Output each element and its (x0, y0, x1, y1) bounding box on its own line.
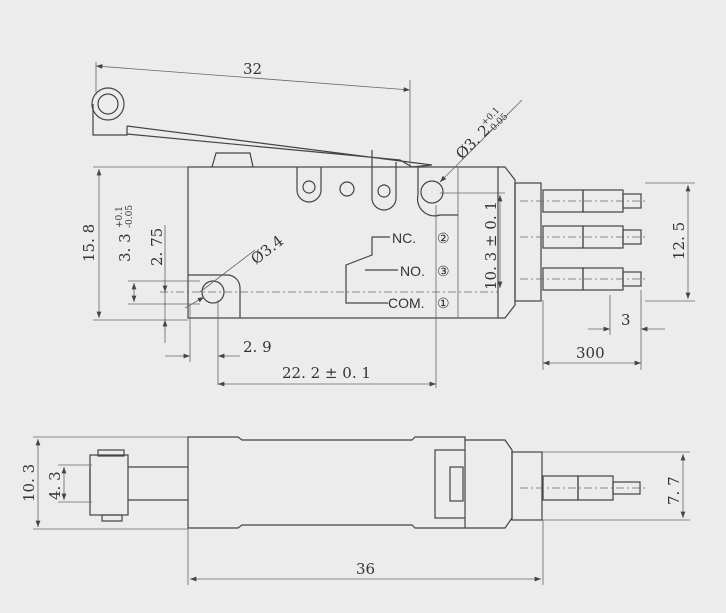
dim-block-height: 7. 7 (665, 476, 683, 505)
dim-hole-height-tol-minus: -0.05 (125, 205, 135, 228)
terminal-label-com: COM. (388, 295, 425, 311)
terminal-wire (520, 225, 645, 249)
terminal-wire (520, 189, 645, 213)
dim-bottom-height: 10. 3 (20, 464, 38, 502)
switch-body (160, 166, 542, 319)
dimensions: 32 Ø3. 2 +0.1 -0.05 15. 8 3. 3 +0.1 -0.0… (80, 60, 695, 388)
dim-hole-offset: 2. 75 (148, 228, 166, 266)
dim-hole-dia-left: Ø3.4 (247, 232, 287, 268)
dim-terminal-width: 3 (621, 311, 631, 329)
dim-terminal-span-inner: 10. 3 ± 0. 1 (482, 201, 500, 290)
terminal-num-no: ③ (437, 263, 450, 279)
dim-lever-length: 32 (243, 60, 262, 78)
side-view: NC. ② NO. ③ COM. ① 32 Ø3. 2 +0.1 -0.05 1… (80, 60, 695, 388)
terminal-label-no: NO. (400, 263, 425, 279)
dimensions: 10. 3 4. 3 7. 7 36 (20, 436, 686, 585)
dim-body-length: 36 (356, 560, 375, 578)
dim-roller-width: 4. 3 (46, 471, 64, 500)
terminal-label-nc: NC. (392, 230, 416, 246)
dim-wire-length: 300 (576, 344, 605, 362)
dim-hole-height-tol-plus: +0.1 (115, 206, 125, 228)
dim-hole-spacing: 22. 2 ± 0. 1 (282, 364, 371, 382)
dim-height-total: 15. 8 (80, 224, 98, 262)
top-view: 10. 3 4. 3 7. 7 36 (20, 436, 690, 585)
terminal-num-com: ① (437, 295, 450, 311)
wire-terminals (520, 189, 645, 291)
terminal-wire (520, 267, 645, 291)
terminal-num-nc: ② (437, 230, 450, 246)
lever (91, 87, 433, 211)
dim-terminal-span: 12. 5 (670, 222, 688, 260)
dim-hole-height: 3. 3 (116, 233, 134, 262)
dim-hole-x-offset: 2. 9 (243, 338, 272, 356)
